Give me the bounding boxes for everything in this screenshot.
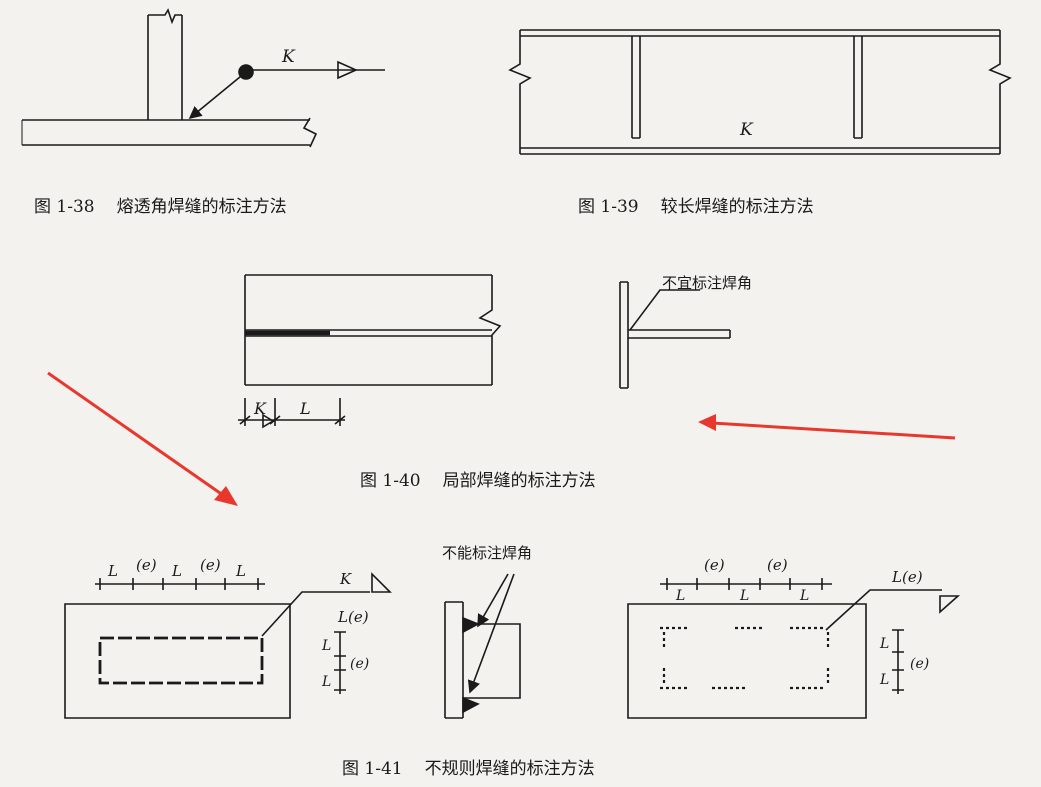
fig41-right-vdim-3: (e) — [910, 656, 929, 672]
fig41-caption: 图 1-41 不规则焊缝的标注方法 — [342, 754, 595, 779]
annotation-arrows — [47, 371, 956, 506]
fig41-right-vdim-1: L — [879, 636, 889, 652]
fig41-left-dim-1: L — [107, 562, 118, 580]
fig38-drawing — [21, 8, 385, 148]
fig41-right-top-dim-1: (e) — [704, 556, 725, 574]
fig39-title: 较长焊缝的标注方法 — [660, 197, 814, 217]
fig40-number: 图 1-40 — [360, 471, 421, 491]
fig41-le-label: L(e) — [337, 608, 369, 626]
fig40-k-label: K — [253, 399, 267, 418]
fig41-left-drawing — [64, 572, 392, 719]
fig38-number: 图 1-38 — [34, 197, 95, 217]
fig40-drawing — [238, 274, 731, 429]
fig40-title: 局部焊缝的标注方法 — [442, 471, 596, 491]
fig41-vdim-1: L — [321, 638, 331, 654]
fig41-left-dim-2: (e) — [136, 556, 157, 574]
fig40-caption: 图 1-40 局部焊缝的标注方法 — [360, 466, 596, 491]
fig41-right-vdim-2: L — [879, 672, 889, 688]
fig41-note: 不能标注焊角 — [442, 544, 532, 562]
fig38-caption: 图 1-38 熔透角焊缝的标注方法 — [34, 192, 287, 217]
fig41-right-top-dim-2: (e) — [767, 556, 788, 574]
fig39-drawing — [508, 29, 1012, 155]
fig40-l-label: L — [299, 399, 311, 418]
fig39-caption: 图 1-39 较长焊缝的标注方法 — [578, 192, 814, 217]
fig41-right-le-label: L(e) — [891, 568, 923, 586]
fig41-right-bottom-dim-3: L — [799, 588, 809, 604]
fig41-right-bottom-dim-2: L — [739, 588, 749, 604]
fig41-title: 不规则焊缝的标注方法 — [424, 759, 595, 779]
fig38-k-label: K — [281, 47, 296, 67]
fig41-left-dim-4: (e) — [200, 556, 221, 574]
fig41-vdim-3: (e) — [350, 656, 369, 672]
fig41-left-dim-5: L — [235, 562, 246, 580]
fig39-k-label: K — [739, 120, 754, 140]
fig41-right-bottom-dim-1: L — [675, 588, 685, 604]
fig41-number: 图 1-41 — [342, 759, 403, 779]
fig41-left-dim-3: L — [171, 562, 182, 580]
fig41-k-label: K — [339, 570, 352, 588]
fig39-number: 图 1-39 — [578, 197, 639, 217]
fig41-vdim-2: L — [321, 674, 331, 690]
fig41-middle-drawing — [444, 573, 521, 719]
fig38-title: 熔透角焊缝的标注方法 — [116, 197, 287, 217]
fig40-note: 不宜标注焊角 — [662, 274, 752, 292]
fig41-right-drawing — [627, 578, 961, 719]
